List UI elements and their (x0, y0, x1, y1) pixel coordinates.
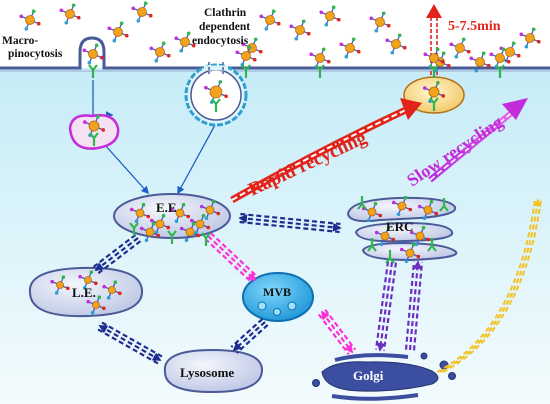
golgi-label: Golgi (353, 368, 384, 383)
mvb-golgi-arrow (317, 308, 357, 356)
ee-to-mvb-arrow (204, 232, 259, 284)
nanoparticle (449, 37, 471, 59)
mvb-label: MVB (263, 285, 291, 299)
le-label: L.E. (72, 285, 96, 300)
golgi-to-membrane-arrow (436, 198, 542, 373)
nanoparticle (50, 275, 70, 295)
receptor (129, 222, 139, 236)
nanoparticle (131, 1, 153, 23)
nanoparticle (19, 9, 41, 31)
nanoparticle (289, 19, 311, 41)
nanoparticle (199, 199, 221, 221)
mvb-to-lysosome-arrow (230, 318, 269, 354)
nanoparticle (391, 195, 413, 217)
nanoparticle (469, 51, 491, 73)
receptor (427, 238, 437, 252)
receptor (241, 64, 251, 78)
nanoparticle (339, 37, 361, 59)
nanoparticle (369, 11, 391, 33)
receptor (367, 238, 377, 252)
exocytosis-arrowhead (426, 4, 442, 18)
receptor (89, 132, 99, 146)
receptor (211, 98, 221, 112)
nanoparticle-layer (19, 1, 541, 315)
nanoparticle (149, 213, 171, 235)
receptor (495, 64, 505, 78)
le-lysosome-arrow (97, 321, 163, 365)
receptor (88, 64, 98, 78)
nanoparticle (189, 213, 211, 235)
receptor (201, 232, 211, 246)
erc-to-golgi-arrow (374, 261, 398, 352)
clathrin-label-line1: Clathrin (204, 7, 247, 19)
nanoparticle (82, 43, 104, 65)
lysosome-label: Lysosome (180, 365, 234, 380)
receptor (167, 230, 177, 244)
lysosome (163, 348, 264, 394)
nanoparticle (259, 9, 281, 31)
nanoparticle (102, 280, 122, 300)
erc-label: ERC (386, 219, 413, 234)
nanoparticle (499, 41, 521, 63)
nanoparticle (417, 199, 439, 221)
exocytosis-arrow (430, 14, 438, 75)
receptor (429, 64, 439, 78)
nanoparticle (309, 47, 331, 69)
nanoparticle (179, 221, 201, 243)
ee-erc-arrow (238, 212, 342, 234)
receptor (439, 198, 449, 212)
receptor (315, 64, 325, 78)
nanoparticle (374, 225, 396, 247)
nanoparticle (59, 3, 81, 25)
clathrin-label-line2: dependent (199, 21, 250, 33)
rapid-recycling-arrowhead (400, 98, 422, 120)
nanoparticle (174, 31, 196, 53)
receptor (385, 250, 395, 264)
vesicle-to-ee-arrow (104, 144, 150, 195)
plasma-membrane (0, 36, 550, 70)
receptor (357, 196, 367, 210)
macropinosome (68, 114, 120, 150)
ee-label: E.E (156, 200, 177, 215)
nanoparticle (78, 270, 98, 290)
late-endosome (28, 266, 144, 318)
nanoparticle (149, 41, 171, 63)
nanoparticle (129, 202, 151, 224)
macropinocytosis-label-line1: Macro- (2, 35, 38, 47)
clathrin-label-line3: endocytosis (192, 35, 249, 47)
nanoparticle (139, 221, 161, 243)
nanoparticle (409, 225, 431, 247)
ee-to-le-arrow (92, 233, 142, 275)
mvb-inner-vesicles (257, 301, 297, 316)
receptor (429, 97, 439, 111)
macropinocytosis-label-line2: pinocytosis (8, 48, 63, 60)
nanoparticle (519, 27, 541, 49)
recycling-time-label: 5-7.5min (448, 19, 501, 34)
golgi-apparatus (312, 352, 456, 401)
nanoparticle (169, 202, 191, 224)
nanoparticle (86, 295, 106, 315)
trafficking-arrows (92, 198, 542, 373)
nanoparticle (107, 21, 129, 43)
golgi-to-erc-arrow (404, 260, 424, 351)
nanoparticle (399, 242, 421, 264)
slow-recycling-arrowhead (502, 98, 528, 120)
nanoparticle (319, 5, 341, 27)
nanoparticle (385, 33, 407, 55)
nanoparticle (235, 45, 257, 67)
clathrin-to-ee-arrow (177, 124, 216, 195)
